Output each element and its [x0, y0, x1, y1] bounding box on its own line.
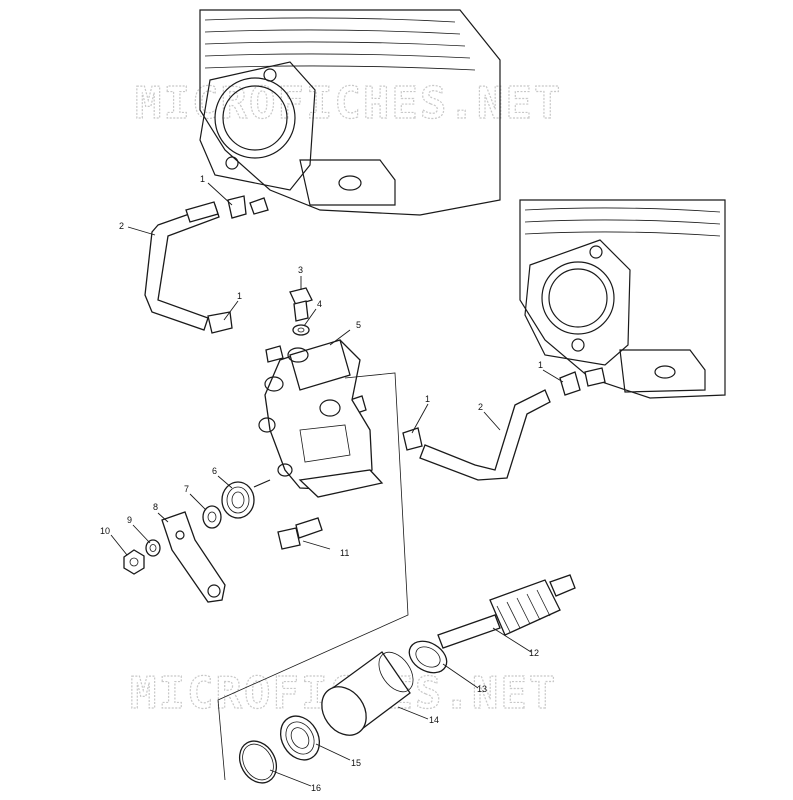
callout-14-sleeve: 14	[429, 715, 439, 725]
callout-15-seal: 15	[351, 758, 361, 768]
callout-1-upper-clamp: 1	[200, 174, 205, 184]
callout-5-pump: 5	[356, 320, 361, 330]
callout-2-left-hose: 2	[119, 221, 124, 231]
callout-11-bolt: 11	[340, 548, 349, 558]
o-ring	[238, 740, 278, 784]
drive-gear-shaft	[437, 574, 576, 649]
callout-12-gear-shaft: 12	[529, 648, 539, 658]
clamp-upper-left	[227, 195, 247, 219]
callout-8-lever: 8	[153, 502, 158, 512]
callout-7-washer: 7	[184, 484, 189, 494]
callout-16-o-ring: 16	[311, 783, 321, 793]
callout-1-right-upper-clamp: 1	[538, 360, 543, 370]
callouts: 1 2 3 1 4 5 1 1 2 6 7 8 9 10 11 12 13 14…	[100, 174, 543, 793]
pump-lever	[161, 511, 226, 603]
callout-6-spring: 6	[212, 466, 217, 476]
leader-lines	[110, 182, 564, 787]
sealing-washer	[292, 324, 310, 336]
callout-13-shim: 13	[477, 684, 487, 694]
banjo-bolt	[289, 287, 313, 336]
callout-2-right-hose: 2	[478, 402, 483, 412]
mounting-bolt	[277, 517, 323, 550]
right-cylinder	[519, 199, 726, 399]
shim-washer	[408, 640, 448, 674]
callout-3-bolt: 3	[298, 265, 303, 275]
flat-washer	[202, 505, 222, 529]
clamp-lower-left	[207, 311, 233, 334]
oil-seal	[279, 715, 321, 761]
assembly-guide-lines	[217, 372, 409, 781]
clamp-right-upper	[559, 371, 581, 396]
callout-9-lock-washer: 9	[127, 515, 132, 525]
callout-1-right-lower-clamp: 1	[425, 394, 430, 404]
hex-nut	[123, 549, 145, 575]
callout-1-lower-left-clamp: 1	[237, 291, 242, 301]
callout-4-washer: 4	[317, 299, 322, 309]
right-oil-hose	[349, 367, 606, 481]
callout-10-nut: 10	[100, 526, 110, 536]
return-spring	[221, 479, 271, 519]
bushing-sleeve	[321, 651, 414, 736]
lock-washer	[145, 539, 161, 557]
left-cylinder	[199, 9, 501, 216]
oil-pump-body	[258, 339, 384, 498]
watermark-top: MICROFICHES.NET	[135, 78, 562, 129]
clamp-right-lower	[402, 427, 423, 451]
left-oil-hose	[144, 195, 284, 363]
